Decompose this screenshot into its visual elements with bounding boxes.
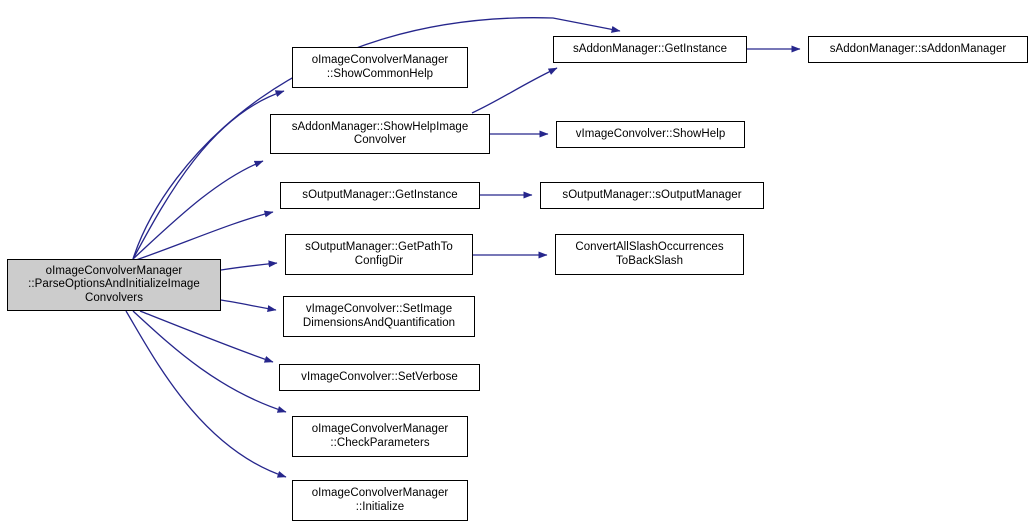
graph-node-soutput_get_instance[interactable]: sOutputManager::GetInstance [280, 182, 480, 209]
graph-node-show_help_image_convolver[interactable]: sAddonManager::ShowHelpImage Convolver [270, 114, 490, 154]
graph-node-label: oImageConvolverManager ::Initialize [311, 487, 449, 513]
graph-node-label: sOutputManager::GetPathTo ConfigDir [305, 241, 453, 267]
graph-edge-root-to-check_parameters [132, 310, 287, 413]
graph-node-check_parameters[interactable]: oImageConvolverManager ::CheckParameters [292, 416, 468, 457]
graph-node-set_verbose[interactable]: vImageConvolver::SetVerbose [279, 364, 480, 391]
graph-node-label: vImageConvolver::ShowHelp [575, 127, 726, 140]
graph-node-label: oImageConvolverManager ::CheckParameters [311, 423, 449, 449]
graph-node-soutput_ctor[interactable]: sOutputManager::sOutputManager [540, 182, 764, 209]
graph-edge-root-to-set_image_dimensions [220, 299, 277, 313]
graph-node-label: sOutputManager::GetInstance [302, 188, 458, 201]
graph-edge-root-to-get_path_to_config_dir [220, 260, 278, 271]
graph-node-label: oImageConvolverManager ::ShowCommonHelp [311, 54, 449, 80]
graph-node-saddon_ctor[interactable]: sAddonManager::sAddonManager [808, 36, 1028, 63]
graph-node-label: sOutputManager::sOutputManager [562, 188, 742, 201]
graph-node-initialize[interactable]: oImageConvolverManager ::Initialize [292, 480, 468, 521]
graph-edge-root-to-show_common_help [132, 90, 285, 260]
graph-node-label: vImageConvolver::SetVerbose [301, 370, 458, 383]
graph-edge-root-to-initialize [125, 310, 287, 478]
graph-edge-show_help_image_convolver-to-saddon_get_instance [471, 67, 558, 114]
graph-edge-root-to-show_help_image_convolver [132, 160, 264, 260]
graph-node-set_image_dimensions[interactable]: vImageConvolver::SetImage DimensionsAndQ… [283, 296, 475, 337]
graph-node-label: sAddonManager::sAddonManager [829, 42, 1007, 55]
graph-node-label: sAddonManager::GetInstance [572, 42, 728, 55]
graph-node-label: vImageConvolver::SetImage DimensionsAndQ… [302, 303, 456, 329]
graph-node-root[interactable]: oImageConvolverManager ::ParseOptionsAnd… [7, 259, 221, 311]
graph-edge-root-to-soutput_get_instance [135, 210, 274, 261]
graph-node-saddon_get_instance[interactable]: sAddonManager::GetInstance [553, 36, 747, 63]
graph-node-convert_all_slash[interactable]: ConvertAllSlashOccurrences ToBackSlash [555, 234, 744, 275]
graph-edge-root-to-set_verbose [139, 310, 274, 363]
graph-node-label: sAddonManager::ShowHelpImage Convolver [291, 120, 469, 147]
graph-node-show_common_help[interactable]: oImageConvolverManager ::ShowCommonHelp [292, 47, 468, 88]
graph-node-label: ConvertAllSlashOccurrences ToBackSlash [575, 241, 724, 267]
graph-node-show_help[interactable]: vImageConvolver::ShowHelp [556, 121, 745, 148]
graph-node-label: oImageConvolverManager ::ParseOptionsAnd… [28, 264, 200, 304]
graph-node-get_path_to_config_dir[interactable]: sOutputManager::GetPathTo ConfigDir [285, 234, 473, 275]
